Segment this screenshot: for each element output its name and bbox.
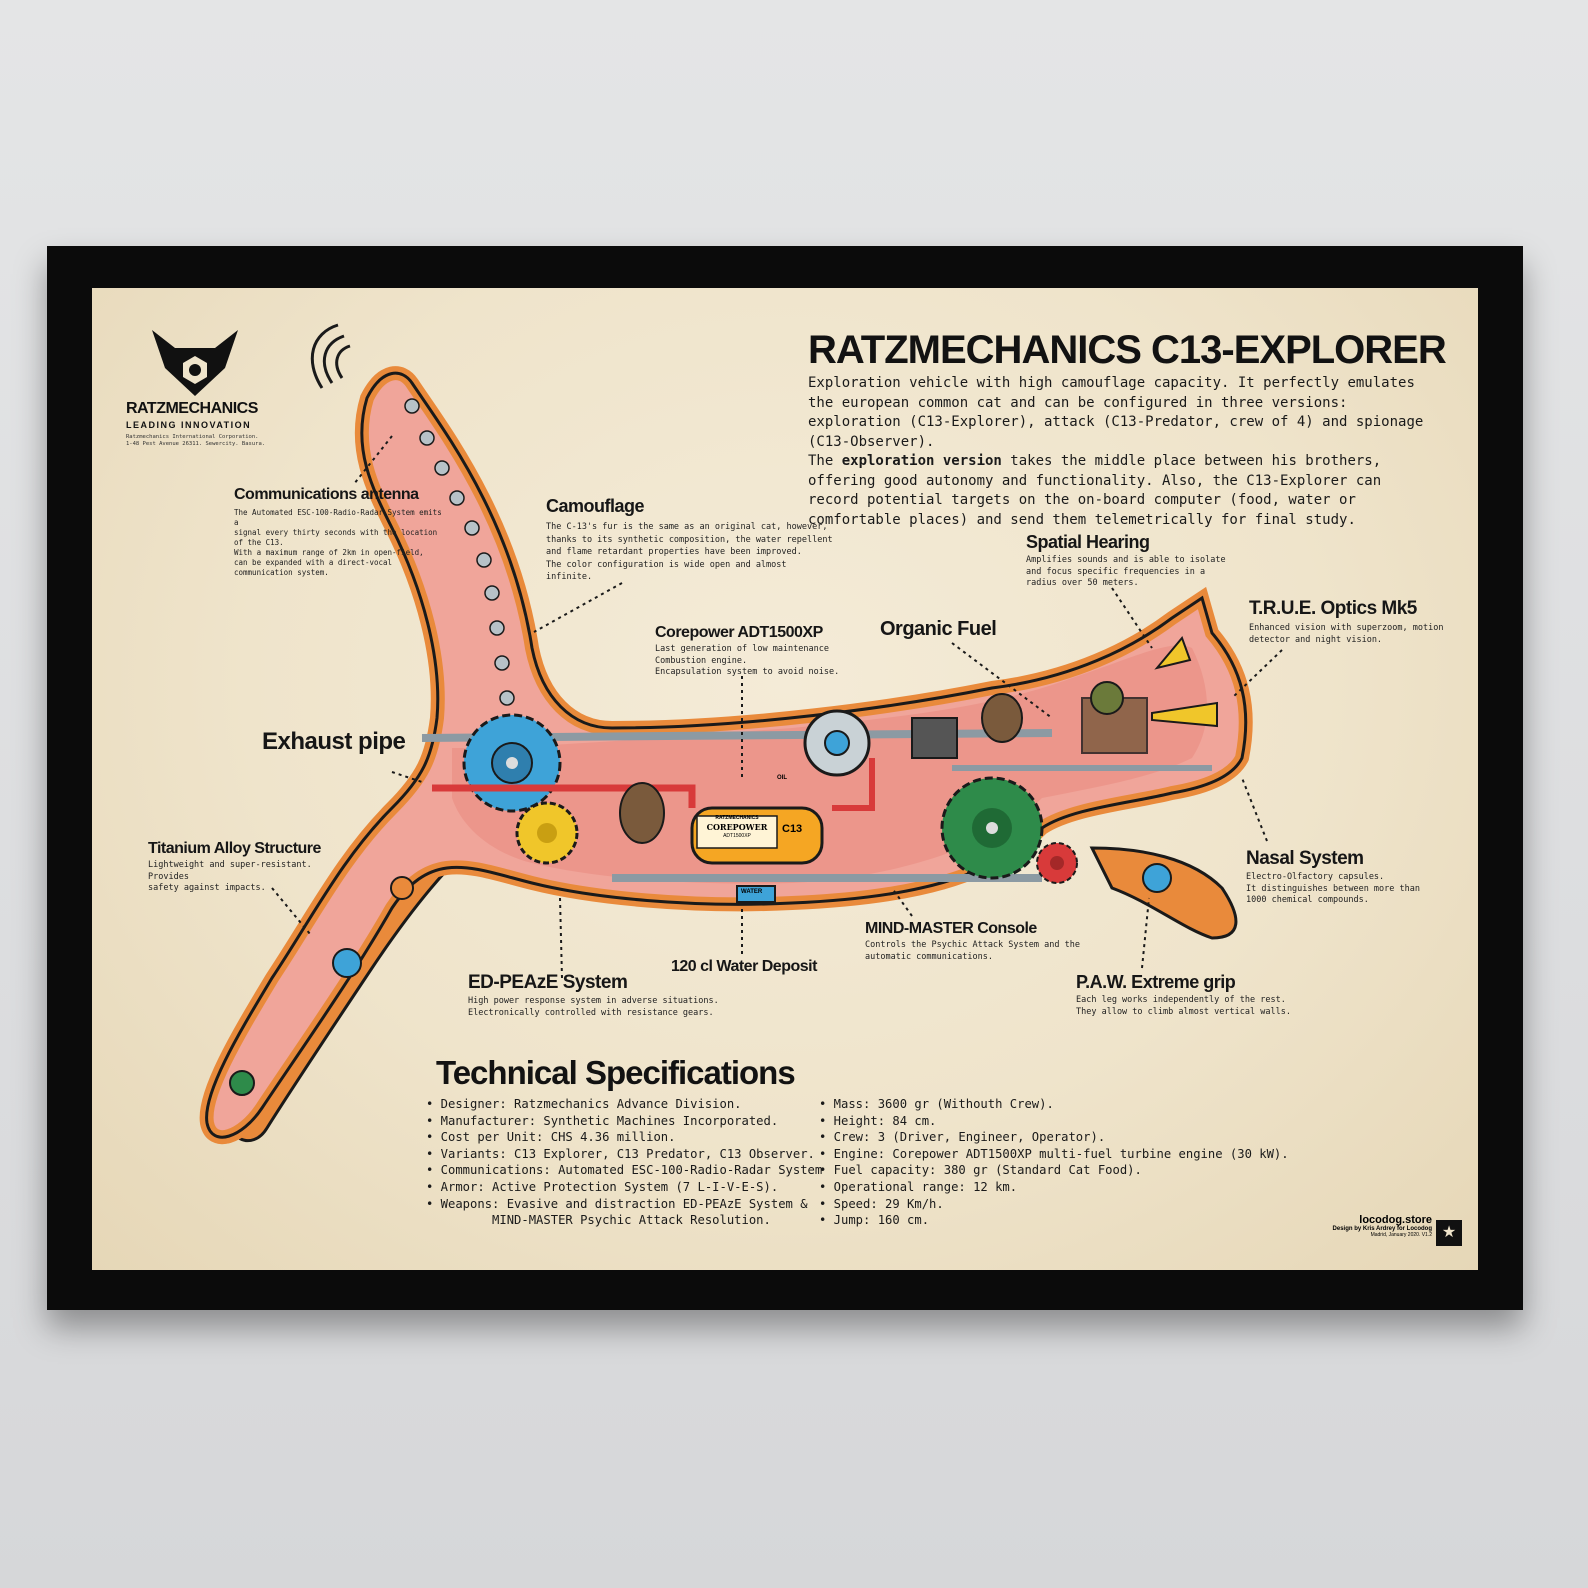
front-leg bbox=[1089, 846, 1238, 940]
callout-corepower: Corepower ADT1500XP Last generation of l… bbox=[655, 624, 855, 679]
cat-illustration bbox=[199, 323, 1283, 1145]
callout-optics: T.R.U.E. Optics Mk5 Enhanced vision with… bbox=[1249, 598, 1459, 646]
specs-right-list: • Mass: 3600 gr (Withouth Crew). • Heigh… bbox=[819, 1096, 1289, 1229]
engine-block bbox=[690, 806, 824, 865]
callout-edpeaze: ED-PEAzE System High power response syst… bbox=[468, 972, 748, 1019]
locodog-logo-icon: ★ bbox=[1436, 1220, 1462, 1246]
spec-item: • Armor: Active Protection System (7 L-I… bbox=[426, 1179, 779, 1194]
callout-titanium: Titanium Alloy Structure Lightweight and… bbox=[148, 840, 348, 895]
callout-text: Controls the Psychic Attack System and t… bbox=[865, 940, 1080, 962]
callout-text: Amplifies sounds and is able to isolate … bbox=[1026, 555, 1226, 588]
callout-text: Each leg works independently of the rest… bbox=[1076, 995, 1291, 1017]
oil-label: OIL bbox=[777, 775, 787, 781]
brand-address: Ratzmechanics International Corporation.… bbox=[126, 434, 266, 447]
gear-yellow bbox=[515, 801, 579, 865]
callout-text: Lightweight and super-resistant. Provide… bbox=[148, 860, 312, 893]
engine-sub: ADT1500XP bbox=[723, 833, 751, 839]
spec-item: • Engine: Corepower ADT1500XP multi-fuel… bbox=[819, 1146, 1289, 1161]
callout-paw: P.A.W. Extreme grip Each leg works indep… bbox=[1076, 972, 1306, 1018]
callout-mindmaster: MIND-MASTER Console Controls the Psychic… bbox=[865, 920, 1105, 963]
callout-title: ED-PEAzE System bbox=[468, 972, 628, 993]
leader-lines bbox=[271, 435, 1283, 979]
callout-text: The Automated ESC-100-Radio-Radar System… bbox=[234, 508, 442, 577]
callout-camouflage: Camouflage The C-13's fur is the same as… bbox=[546, 496, 846, 584]
intro-paragraph-2: The exploration version takes the middle… bbox=[808, 453, 1382, 528]
callout-nasal: Nasal System Electro-Olfactory capsules.… bbox=[1246, 848, 1446, 907]
credits-place: Madrid, January 2020. V1.2 bbox=[1370, 1232, 1432, 1238]
callout-text: High power response system in adverse si… bbox=[468, 996, 719, 1018]
water-label: WATER bbox=[741, 889, 763, 895]
credits-site: locodog.store bbox=[1359, 1214, 1432, 1226]
spec-item: • Fuel capacity: 380 gr (Standard Cat Fo… bbox=[819, 1163, 1142, 1178]
spec-item: • Speed: 29 Km/h. bbox=[819, 1196, 944, 1211]
specs-left-list: • Designer: Ratzmechanics Advance Divisi… bbox=[426, 1096, 822, 1229]
callout-title: Titanium Alloy Structure bbox=[148, 840, 321, 857]
spec-item: • Crew: 3 (Driver, Engineer, Operator). bbox=[819, 1130, 1106, 1145]
engine-brand: RATZMECHANICS bbox=[715, 815, 759, 821]
ratzmechanics-logo-icon bbox=[152, 330, 238, 396]
gear-green bbox=[940, 776, 1044, 880]
callout-spatial-hearing: Spatial Hearing Amplifies sounds and is … bbox=[1026, 532, 1226, 590]
gear-red bbox=[1036, 842, 1078, 884]
brand-tagline: LEADING INNOVATION bbox=[126, 420, 252, 430]
spec-item: • Designer: Ratzmechanics Advance Divisi… bbox=[426, 1097, 742, 1111]
spec-item: • Mass: 3600 gr (Withouth Crew). bbox=[819, 1097, 1054, 1111]
engine-code: C13 bbox=[782, 823, 803, 835]
callout-title: Nasal System bbox=[1246, 848, 1364, 869]
spec-item: • Height: 84 cm. bbox=[819, 1113, 937, 1128]
spec-item: • Manufacturer: Synthetic Machines Incor… bbox=[426, 1113, 779, 1128]
callout-title: Camouflage bbox=[546, 496, 645, 516]
callout-antenna: Communications antenna The Automated ESC… bbox=[234, 486, 444, 578]
spec-item: • Operational range: 12 km. bbox=[819, 1179, 1018, 1194]
specs-title: Technical Specifications bbox=[436, 1054, 796, 1091]
steering-wheel bbox=[803, 709, 871, 777]
spec-item: • Jump: 160 cm. bbox=[819, 1213, 930, 1228]
callout-title: Communications antenna bbox=[234, 486, 419, 503]
callout-organic-fuel: Organic Fuel bbox=[880, 618, 997, 640]
spec-item: MIND-MASTER Psychic Attack Resolution. bbox=[426, 1213, 771, 1228]
callout-water-deposit: 120 cl Water Deposit bbox=[671, 958, 817, 975]
callout-exhaust: Exhaust pipe bbox=[262, 728, 406, 755]
callout-title: Corepower ADT1500XP bbox=[655, 624, 823, 641]
poster-title: RATZMECHANICS C13-EXPLORER bbox=[808, 328, 1447, 372]
spec-item: • Weapons: Evasive and distraction ED-PE… bbox=[426, 1196, 808, 1211]
intro-paragraph-1: Exploration vehicle with high camouflage… bbox=[808, 375, 1424, 450]
tail-chain bbox=[404, 398, 515, 706]
brand-name: RATZMECHANICS bbox=[126, 400, 258, 417]
callout-text: Last generation of low maintenance Combu… bbox=[655, 644, 840, 677]
poster: RATZMECHANICS LEADING INNOVATION Ratzmec… bbox=[92, 288, 1478, 1270]
callout-title: Spatial Hearing bbox=[1026, 532, 1150, 552]
credits: locodog.store Design by Kris Ardrey for … bbox=[1272, 1214, 1432, 1238]
callout-title: MIND-MASTER Console bbox=[865, 920, 1037, 937]
spec-item: • Cost per Unit: CHS 4.36 million. bbox=[426, 1130, 676, 1145]
gear-blue bbox=[462, 713, 562, 813]
engine-model: COREPOWER bbox=[706, 822, 768, 832]
spec-item: • Communications: Automated ESC-100-Radi… bbox=[426, 1163, 823, 1178]
callout-text: The C-13's fur is the same as an origina… bbox=[546, 522, 833, 582]
signal-icon bbox=[310, 323, 351, 389]
callout-title: P.A.W. Extreme grip bbox=[1076, 972, 1236, 992]
engine-label: RATZMECHANICS COREPOWER ADT1500XP bbox=[694, 814, 780, 841]
callout-text: Enhanced vision with superzoom, motion d… bbox=[1249, 623, 1444, 645]
spec-item: • Variants: C13 Explorer, C13 Predator, … bbox=[426, 1146, 815, 1161]
callout-title: T.R.U.E. Optics Mk5 bbox=[1249, 598, 1417, 619]
callout-text: Electro-Olfactory capsules. It distingui… bbox=[1246, 872, 1420, 905]
intro-text: Exploration vehicle with high camouflage… bbox=[808, 374, 1428, 530]
credits-designer: Design by Kris Ardrey for Locodog bbox=[1332, 1226, 1432, 1232]
